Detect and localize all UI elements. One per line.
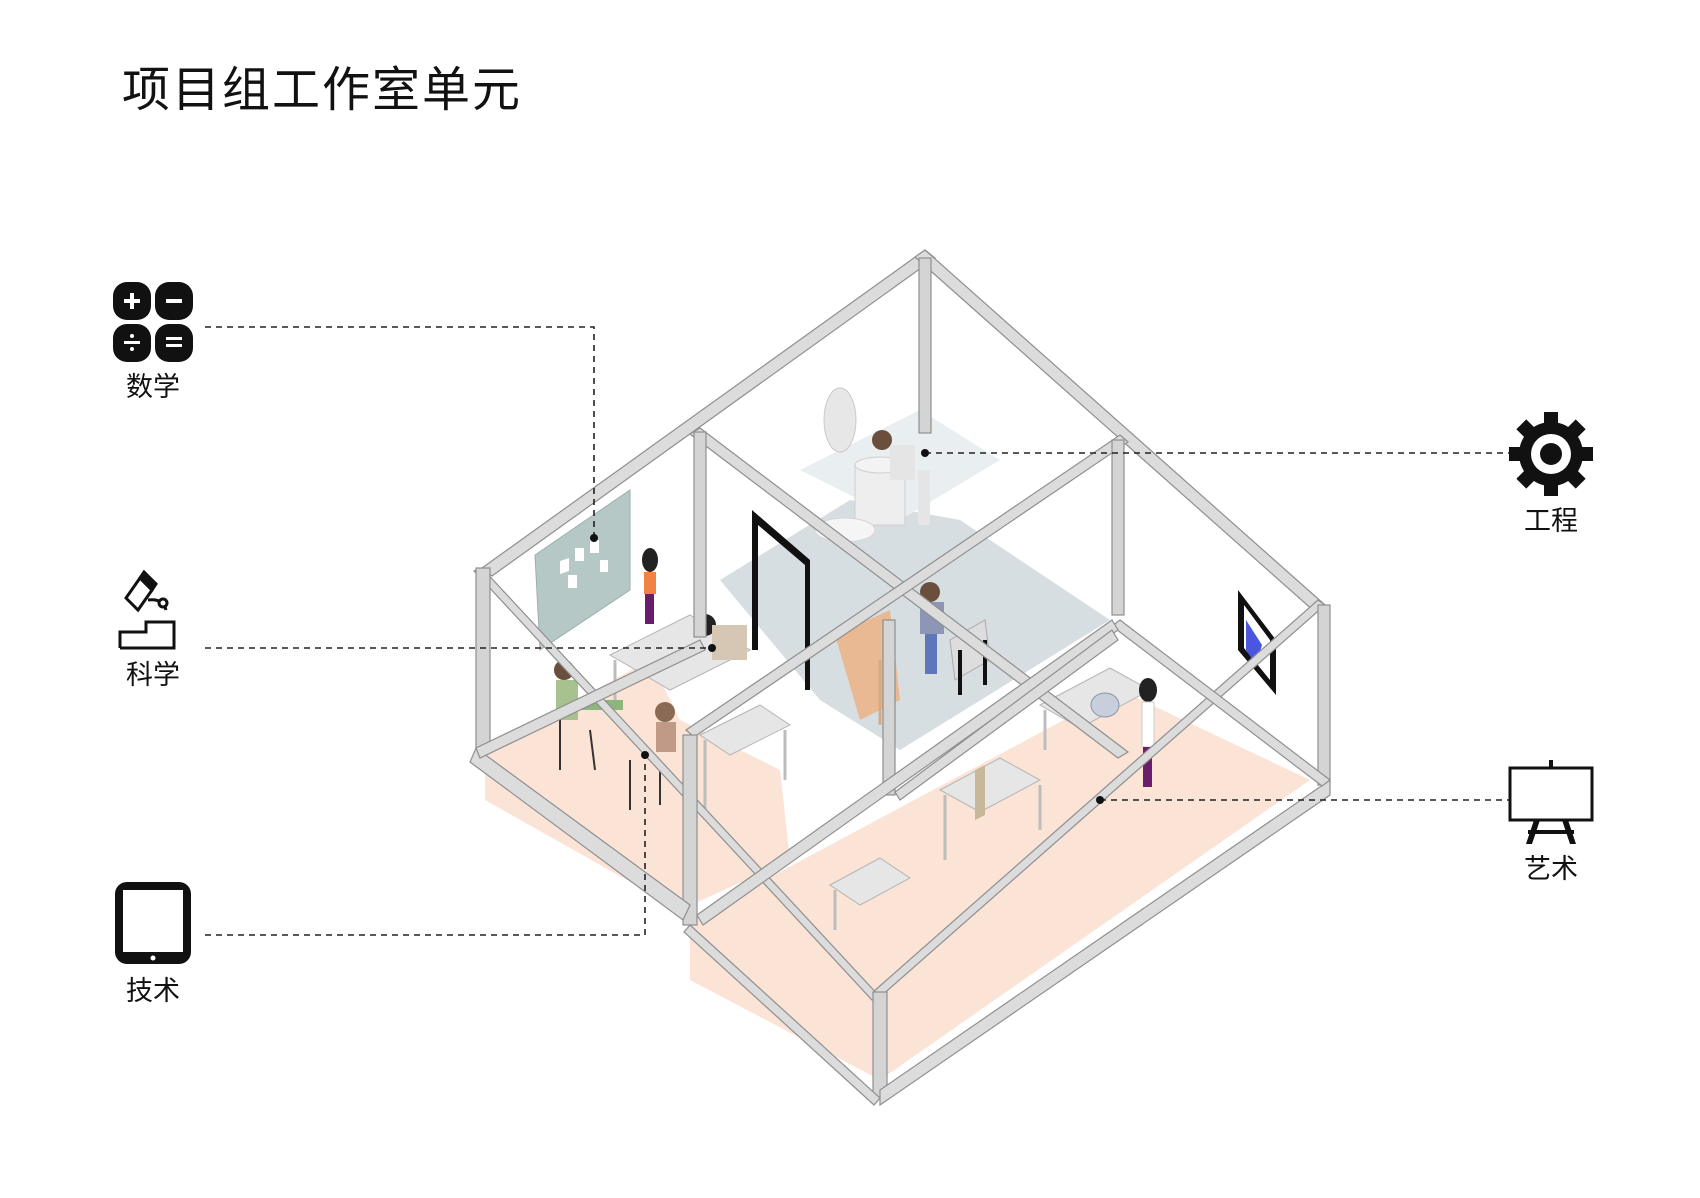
person-with-tablet: [629, 702, 676, 810]
legend-art: 艺术: [1508, 760, 1594, 883]
door-frame: [752, 510, 810, 690]
leader-dot-science: [708, 644, 716, 652]
leader-dot-math: [590, 534, 598, 542]
page-title: 项目组工作室单元: [122, 62, 523, 118]
leader-dot-art: [1096, 796, 1104, 804]
person-standing-whiteboard: [642, 548, 658, 624]
floor-left-room: [485, 660, 790, 910]
legend-math: 数学: [113, 282, 193, 401]
legend-label-art: 艺术: [1524, 854, 1578, 885]
person-potter: [872, 430, 930, 525]
gear-icon: [1509, 412, 1593, 496]
leader-dot-engineering: [921, 449, 929, 457]
tablet-icon: [115, 882, 191, 964]
legend-label-engineering: 工程: [1524, 506, 1578, 537]
legend-engineering: 工程: [1508, 412, 1594, 535]
calculator-operators-icon: [113, 282, 193, 362]
microscope-icon: [118, 570, 176, 650]
leader-line-math: [205, 326, 595, 538]
legend-label-science: 科学: [126, 660, 180, 691]
person-art-room: [1139, 678, 1157, 787]
leader-lines: [205, 326, 1510, 936]
leader-line-technology: [205, 755, 646, 936]
floor-back-room-grey: [720, 500, 1110, 750]
easel-canvas-icon: [1508, 760, 1594, 844]
legend-science: 科学: [113, 570, 193, 689]
legend-label-technology: 技术: [126, 976, 180, 1007]
whiteboard-with-notes: [534, 489, 631, 651]
leader-dot-technology: [641, 751, 649, 759]
legend-technology: 技术: [113, 880, 193, 1005]
legend-label-math: 数学: [126, 372, 180, 403]
